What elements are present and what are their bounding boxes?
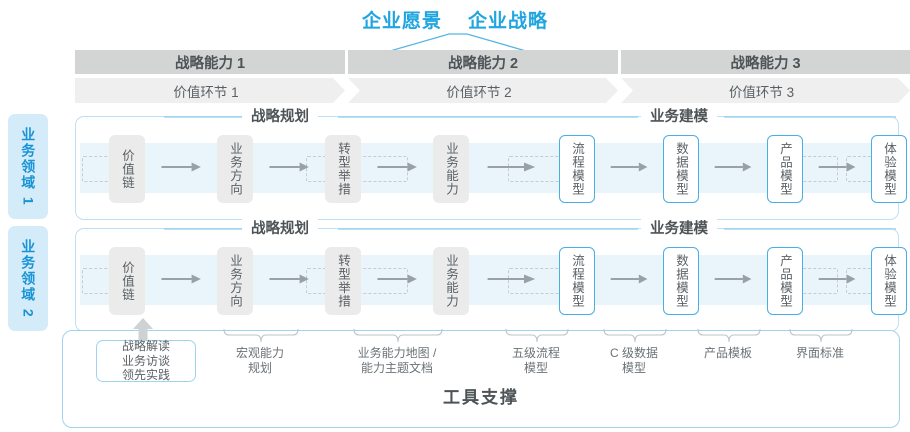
flow-node-3[interactable]: 转型举措: [325, 135, 361, 203]
tool-support-bracket-4: [603, 328, 667, 343]
flow-node-1[interactable]: 价值链: [109, 135, 145, 203]
flow-node-5-label: 流程模型: [570, 254, 584, 308]
lane-1-business-modeling-header: 业务建模: [641, 107, 717, 127]
flow-node-6-label: 数据模型: [674, 254, 688, 308]
flow-connector-arrow-icon: [487, 162, 536, 172]
lane-2-strategic-planning-header: 战略规划: [242, 219, 318, 239]
tool-support-label-1: 宏观能力规划: [235, 346, 284, 375]
flow-connector-arrow-icon: [269, 274, 309, 284]
flow-node-3-label: 转型举措: [336, 254, 350, 308]
lane-2-header-rule-left: [164, 228, 242, 230]
lane-1-header-rule-mid: [338, 116, 638, 118]
flow-node-5-label: 流程模型: [570, 142, 584, 196]
flow-node-5[interactable]: 流程模型: [559, 135, 595, 203]
flow-connector-arrow-icon: [610, 162, 648, 172]
flow-node-1-label: 价值链: [120, 148, 134, 190]
flow-node-8[interactable]: 体验模型: [871, 135, 907, 203]
tool-support-label-6: 界面标准: [795, 346, 844, 360]
flow-node-7[interactable]: 产品模型: [767, 135, 803, 203]
lane-2-header-rule-right: [724, 228, 896, 230]
flow-node-4[interactable]: 业务能力: [433, 247, 469, 315]
tool-support-bracket-1: [223, 328, 299, 343]
flow-node-6-label: 数据模型: [674, 142, 688, 196]
enterprise-strategy-title: 企业战略: [468, 11, 549, 32]
flow-connector-arrow-icon: [818, 274, 856, 284]
value-chain-segment-2-label: 价值环节 2: [446, 84, 512, 100]
tool-support-title: 工具支撑: [443, 388, 519, 407]
business-domain-label-2: 业务领域 2: [8, 226, 48, 331]
flow-node-7-label: 产品模型: [778, 142, 792, 196]
enterprise-vision-title: 企业愿景: [361, 11, 442, 32]
flow-node-1-label: 价值链: [120, 260, 134, 302]
value-chain-segment-1-label: 价值环节 1: [173, 84, 239, 100]
lane-1-strategic-planning-header: 战略规划: [242, 107, 318, 127]
value-chain-segment-1: 价值环节 1: [75, 78, 345, 103]
tool-support-up-arrow-icon: [133, 318, 153, 342]
business-domain-label-1: 业务领域 1: [8, 114, 48, 219]
flow-node-8-label: 体验模型: [882, 254, 896, 308]
tool-support-label-4: C 级数据模型: [609, 346, 658, 375]
lane-2-header-rule-mid: [338, 228, 638, 230]
flow-connector-arrow-icon: [714, 274, 752, 284]
capability-bar-3-label: 战略能力 3: [730, 55, 801, 72]
capability-bar-1-label: 战略能力 1: [174, 55, 246, 72]
flow-node-7[interactable]: 产品模型: [767, 247, 803, 315]
flow-node-2[interactable]: 业务方向: [217, 135, 253, 203]
value-chain-segment-2: 价值环节 2: [348, 78, 618, 103]
flow-connector-arrow-icon: [610, 274, 648, 284]
flow-node-2-label: 业务方向: [228, 142, 242, 196]
flow-node-5[interactable]: 流程模型: [559, 247, 595, 315]
flow-node-4[interactable]: 业务能力: [433, 135, 469, 203]
flow-node-8-label: 体验模型: [882, 142, 896, 196]
business-domain-lane-1: 战略规划 业务建模 价值链 业务方向 转型举措 业务能力 流程模型 数据模型 产品模型 体验模…: [75, 107, 907, 220]
business-domain-lane-2: 战略规划 业务建模 价值链 业务方向 转型举措 业务能力 流程模型 数据模型 产品模型 体验模…: [75, 219, 907, 332]
business-domain-2-text: 业务领域 2: [20, 238, 37, 319]
capability-bar-3: 战略能力 3: [621, 50, 910, 74]
vision-strategy-title-group: 企业愿景 企业战略: [0, 6, 910, 33]
tool-support-bracket-2: [353, 328, 443, 343]
flow-connector-arrow-icon: [269, 162, 309, 172]
tool-support-label-2: 业务能力地图 /能力主题文档: [357, 346, 437, 375]
flow-node-3-label: 转型举措: [336, 142, 350, 196]
lane-1-header-rule-left: [164, 116, 242, 118]
flow-node-1[interactable]: 价值链: [109, 247, 145, 315]
capability-bar-2: 战略能力 2: [348, 50, 618, 74]
lane-2-flow-band: [80, 255, 892, 305]
flow-node-3[interactable]: 转型举措: [325, 247, 361, 315]
flow-node-8[interactable]: 体验模型: [871, 247, 907, 315]
flow-node-4-label: 业务能力: [444, 142, 458, 196]
value-chain-segment-3-label: 价值环节 3: [728, 84, 795, 100]
flow-connector-arrow-icon: [714, 162, 752, 172]
tool-support-label-0-text: 战略解读业务访谈领先实践: [121, 339, 170, 383]
lane-1-header-rule-right: [724, 116, 896, 118]
tool-support-bracket-3: [505, 328, 569, 343]
lane-2-business-modeling-header: 业务建模: [641, 219, 717, 239]
flow-connector-arrow-icon: [487, 274, 536, 284]
flow-connector-arrow-icon: [161, 274, 201, 284]
flow-connector-arrow-icon: [377, 274, 417, 284]
flow-node-4-label: 业务能力: [444, 254, 458, 308]
flow-node-2-label: 业务方向: [228, 254, 242, 308]
lane-1-flow-band: [80, 143, 892, 193]
value-chain-row: 价值环节 1 价值环节 2 价值环节 3: [75, 78, 910, 103]
flow-node-6[interactable]: 数据模型: [663, 247, 699, 315]
flow-connector-arrow-icon: [377, 162, 417, 172]
tool-support-label-5: 产品模板: [703, 346, 752, 360]
flow-connector-arrow-icon: [818, 162, 856, 172]
flow-node-2[interactable]: 业务方向: [217, 247, 253, 315]
business-domain-1-text: 业务领域 1: [20, 126, 37, 207]
flow-node-6[interactable]: 数据模型: [663, 135, 699, 203]
flow-node-7-label: 产品模型: [778, 254, 792, 308]
capability-bar-2-label: 战略能力 2: [447, 55, 519, 72]
tool-support-label-0: 战略解读业务访谈领先实践: [96, 339, 196, 383]
tool-support-bracket-6: [789, 328, 853, 343]
capability-bar-1: 战略能力 1: [75, 50, 345, 74]
tool-support-panel: 工具支撑: [62, 330, 900, 428]
flow-connector-arrow-icon: [161, 162, 201, 172]
vision-connector-line: [383, 33, 533, 54]
tool-support-label-3: 五级流程模型: [511, 346, 560, 375]
tool-support-bracket-5: [697, 328, 761, 343]
value-chain-segment-3: 价值环节 3: [621, 78, 910, 103]
